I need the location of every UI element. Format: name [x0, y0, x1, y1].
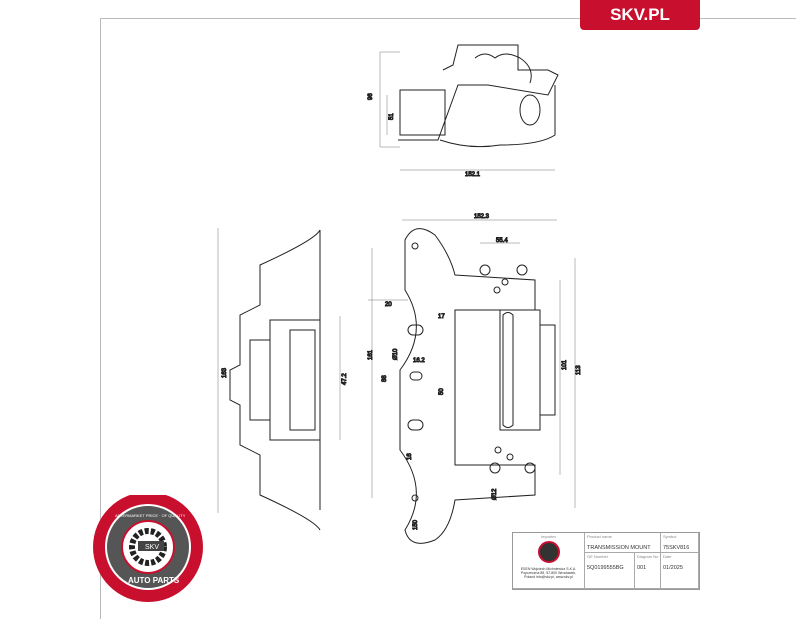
- oe-cell: OE Number 5Q0199555BG: [585, 553, 635, 588]
- dim-v7: Ø12: [492, 488, 498, 500]
- dim-v6: 16: [407, 453, 413, 460]
- date-cell: Date 01/2025: [661, 553, 699, 589]
- dim-hole-spacing: 55.4: [496, 238, 508, 244]
- skv-logo: SKV AUTO PARTS AFTERMARKET PRICE · OF QU…: [93, 495, 203, 602]
- dim-top-height: 96: [368, 93, 374, 100]
- importer-cell: Importer ESEN Wojciech Michniewicz S.K.A…: [513, 533, 585, 589]
- dim-small-dia: Ø10: [393, 348, 399, 360]
- date-label: Date: [663, 554, 672, 559]
- dim-v8: 150: [413, 519, 419, 530]
- symbol-value: 75SKV816: [663, 545, 690, 551]
- date-value: 01/2025: [663, 565, 683, 571]
- dim-v1: 88: [382, 375, 388, 382]
- symbol-label: Symbol: [663, 534, 677, 539]
- top-view: 152.1 96 51: [368, 44, 559, 179]
- drawing-frame: [100, 18, 796, 619]
- dim-top-inner: 51: [389, 113, 395, 120]
- dim-top-width: 152.1: [465, 172, 481, 178]
- dim-side-inner: 47.2: [342, 373, 348, 385]
- product-name: TRANSMISSION MOUNT: [587, 545, 651, 551]
- logo-top-text: AFTERMARKET PRICE · OF QUALITY: [115, 513, 186, 518]
- side-view: 163 47.2: [217, 228, 349, 531]
- dim-v4: 113: [576, 365, 582, 375]
- dim-offset: 20: [385, 302, 392, 308]
- dim-v3: 161: [368, 349, 374, 360]
- logo-bottom-text: AUTO PARTS: [128, 576, 180, 585]
- dim-slot: 17: [438, 314, 445, 320]
- importer-text: ESEN Wojciech Michniewicz S.K.A. Poprzec…: [520, 567, 577, 579]
- front-view: 152.3 55.4 20 17 16.2 Ø10 88 50 161 113 …: [368, 214, 583, 544]
- diagram-value: 001: [637, 565, 647, 571]
- dim-side-height: 163: [222, 367, 228, 378]
- dim-v5: 101: [562, 359, 568, 370]
- importer-logo-icon: [537, 541, 560, 563]
- diagram-cell: Diagram No 001: [635, 553, 661, 588]
- product-label: Product name: [587, 534, 612, 539]
- title-block: Importer ESEN Wojciech Michniewicz S.K.A…: [512, 532, 700, 590]
- diagram-label: Diagram No: [637, 554, 659, 559]
- oe-diagram-cell: OE Number 5Q0199555BG Diagram No 001: [585, 553, 661, 589]
- brand-tab[interactable]: SKV.PL: [580, 0, 700, 30]
- technical-drawing: 152.1 96 51 163 47.2 152.3 55.4 20 17 16…: [217, 44, 583, 544]
- oe-label: OE Number: [587, 554, 609, 559]
- dim-slot-width: 16.2: [413, 358, 425, 364]
- symbol-cell: Symbol 75SKV816: [661, 533, 699, 553]
- logo-center-text: SKV: [145, 544, 159, 551]
- dim-v2: 50: [439, 388, 445, 395]
- oe-value: 5Q0199555BG: [587, 565, 624, 571]
- importer-label: Importer: [541, 534, 556, 539]
- dim-front-width: 152.3: [474, 214, 490, 220]
